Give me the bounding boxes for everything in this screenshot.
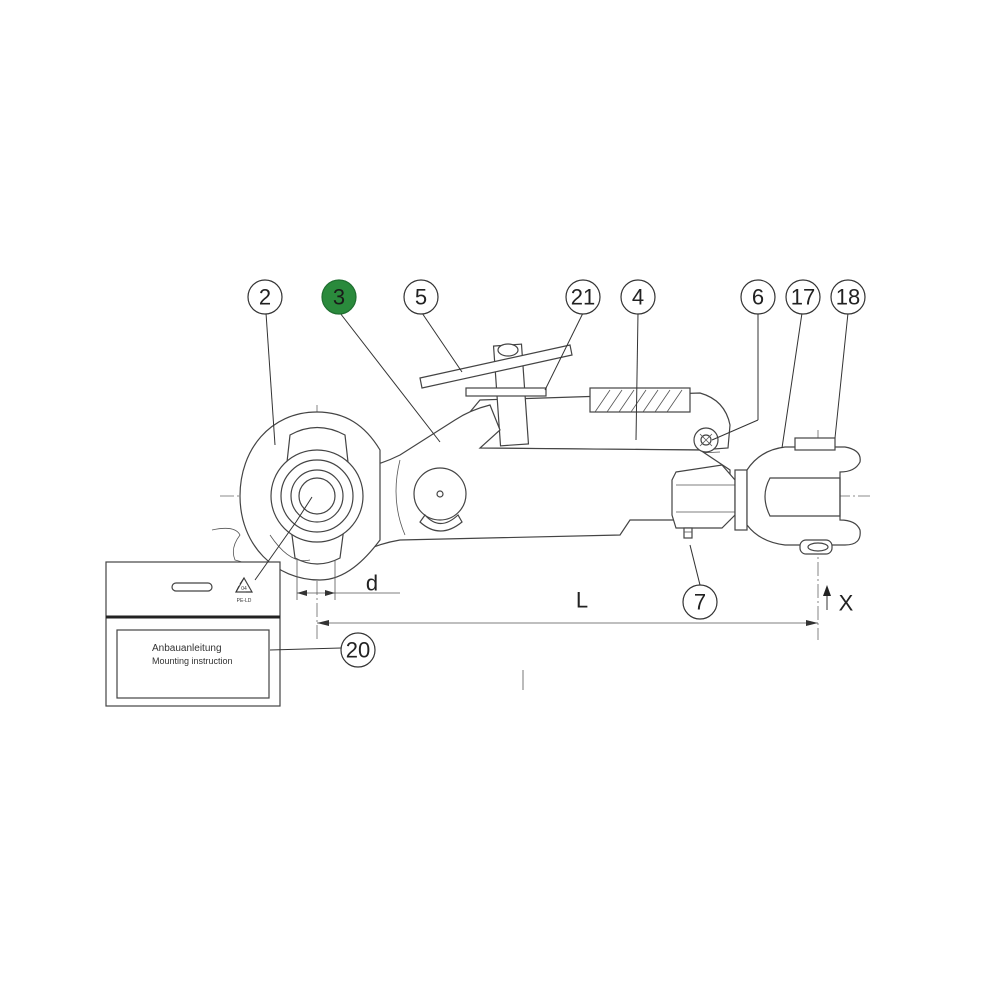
dimension-l-label: L bbox=[576, 588, 588, 613]
dimension-l bbox=[317, 620, 818, 626]
callout-3[interactable]: 3 bbox=[321, 279, 357, 315]
callout-4-circle bbox=[620, 279, 656, 315]
callout-17-label: 17 bbox=[791, 285, 815, 310]
callout-17-circle bbox=[785, 279, 821, 315]
callout-18[interactable]: 18 bbox=[830, 279, 866, 315]
callout-6[interactable]: 6 bbox=[740, 279, 776, 315]
recycle-icon bbox=[234, 576, 254, 593]
callout-7[interactable]: 7 bbox=[682, 584, 718, 620]
callout-2-circle bbox=[247, 279, 283, 315]
callout-5[interactable]: 5 bbox=[403, 279, 439, 315]
cross-pin bbox=[693, 427, 719, 453]
callout-2-label: 2 bbox=[259, 285, 271, 310]
leader-lines bbox=[254, 312, 849, 651]
callout-20[interactable]: 20 bbox=[340, 632, 376, 668]
callout-4-label: 4 bbox=[632, 285, 644, 310]
bag-title: Anbauanleitung bbox=[152, 643, 222, 654]
hatch-pattern bbox=[594, 389, 683, 413]
callout-18-label: 18 bbox=[836, 285, 860, 310]
hex-coupling bbox=[671, 464, 748, 539]
fork-end bbox=[746, 437, 861, 555]
callout-20-label: 20 bbox=[346, 638, 370, 663]
lock-pin bbox=[419, 343, 573, 447]
callout-7-circle bbox=[682, 584, 718, 620]
callout-21[interactable]: 21 bbox=[565, 279, 601, 315]
callout-5-circle bbox=[403, 279, 439, 315]
callout-6-label: 6 bbox=[752, 285, 764, 310]
instruction-bag bbox=[105, 561, 281, 707]
callout-17[interactable]: 17 bbox=[785, 279, 821, 315]
callout-20-circle bbox=[340, 632, 376, 668]
bag-subtitle: Mounting instruction bbox=[152, 656, 233, 666]
callout-3-label: 3 bbox=[333, 285, 345, 310]
pivot-pin bbox=[413, 467, 467, 532]
callout-21-label: 21 bbox=[571, 285, 595, 310]
recycle-material: PE-LD bbox=[237, 598, 252, 604]
callout-4[interactable]: 4 bbox=[620, 279, 656, 315]
dimension-d bbox=[296, 560, 400, 600]
callout-21-circle bbox=[565, 279, 601, 315]
callout-7-label: 7 bbox=[694, 590, 706, 615]
callout-6-circle bbox=[740, 279, 776, 315]
callout-3-circle bbox=[321, 279, 357, 315]
arrow-x-label: X bbox=[839, 591, 854, 616]
callout-18-circle bbox=[830, 279, 866, 315]
dimension-d-label: d bbox=[366, 571, 378, 596]
callout-2[interactable]: 2 bbox=[247, 279, 283, 315]
hitch-eye bbox=[239, 411, 381, 581]
recycle-code: 04 bbox=[241, 586, 247, 592]
callout-5-label: 5 bbox=[415, 285, 427, 310]
arrow-x bbox=[823, 585, 831, 610]
